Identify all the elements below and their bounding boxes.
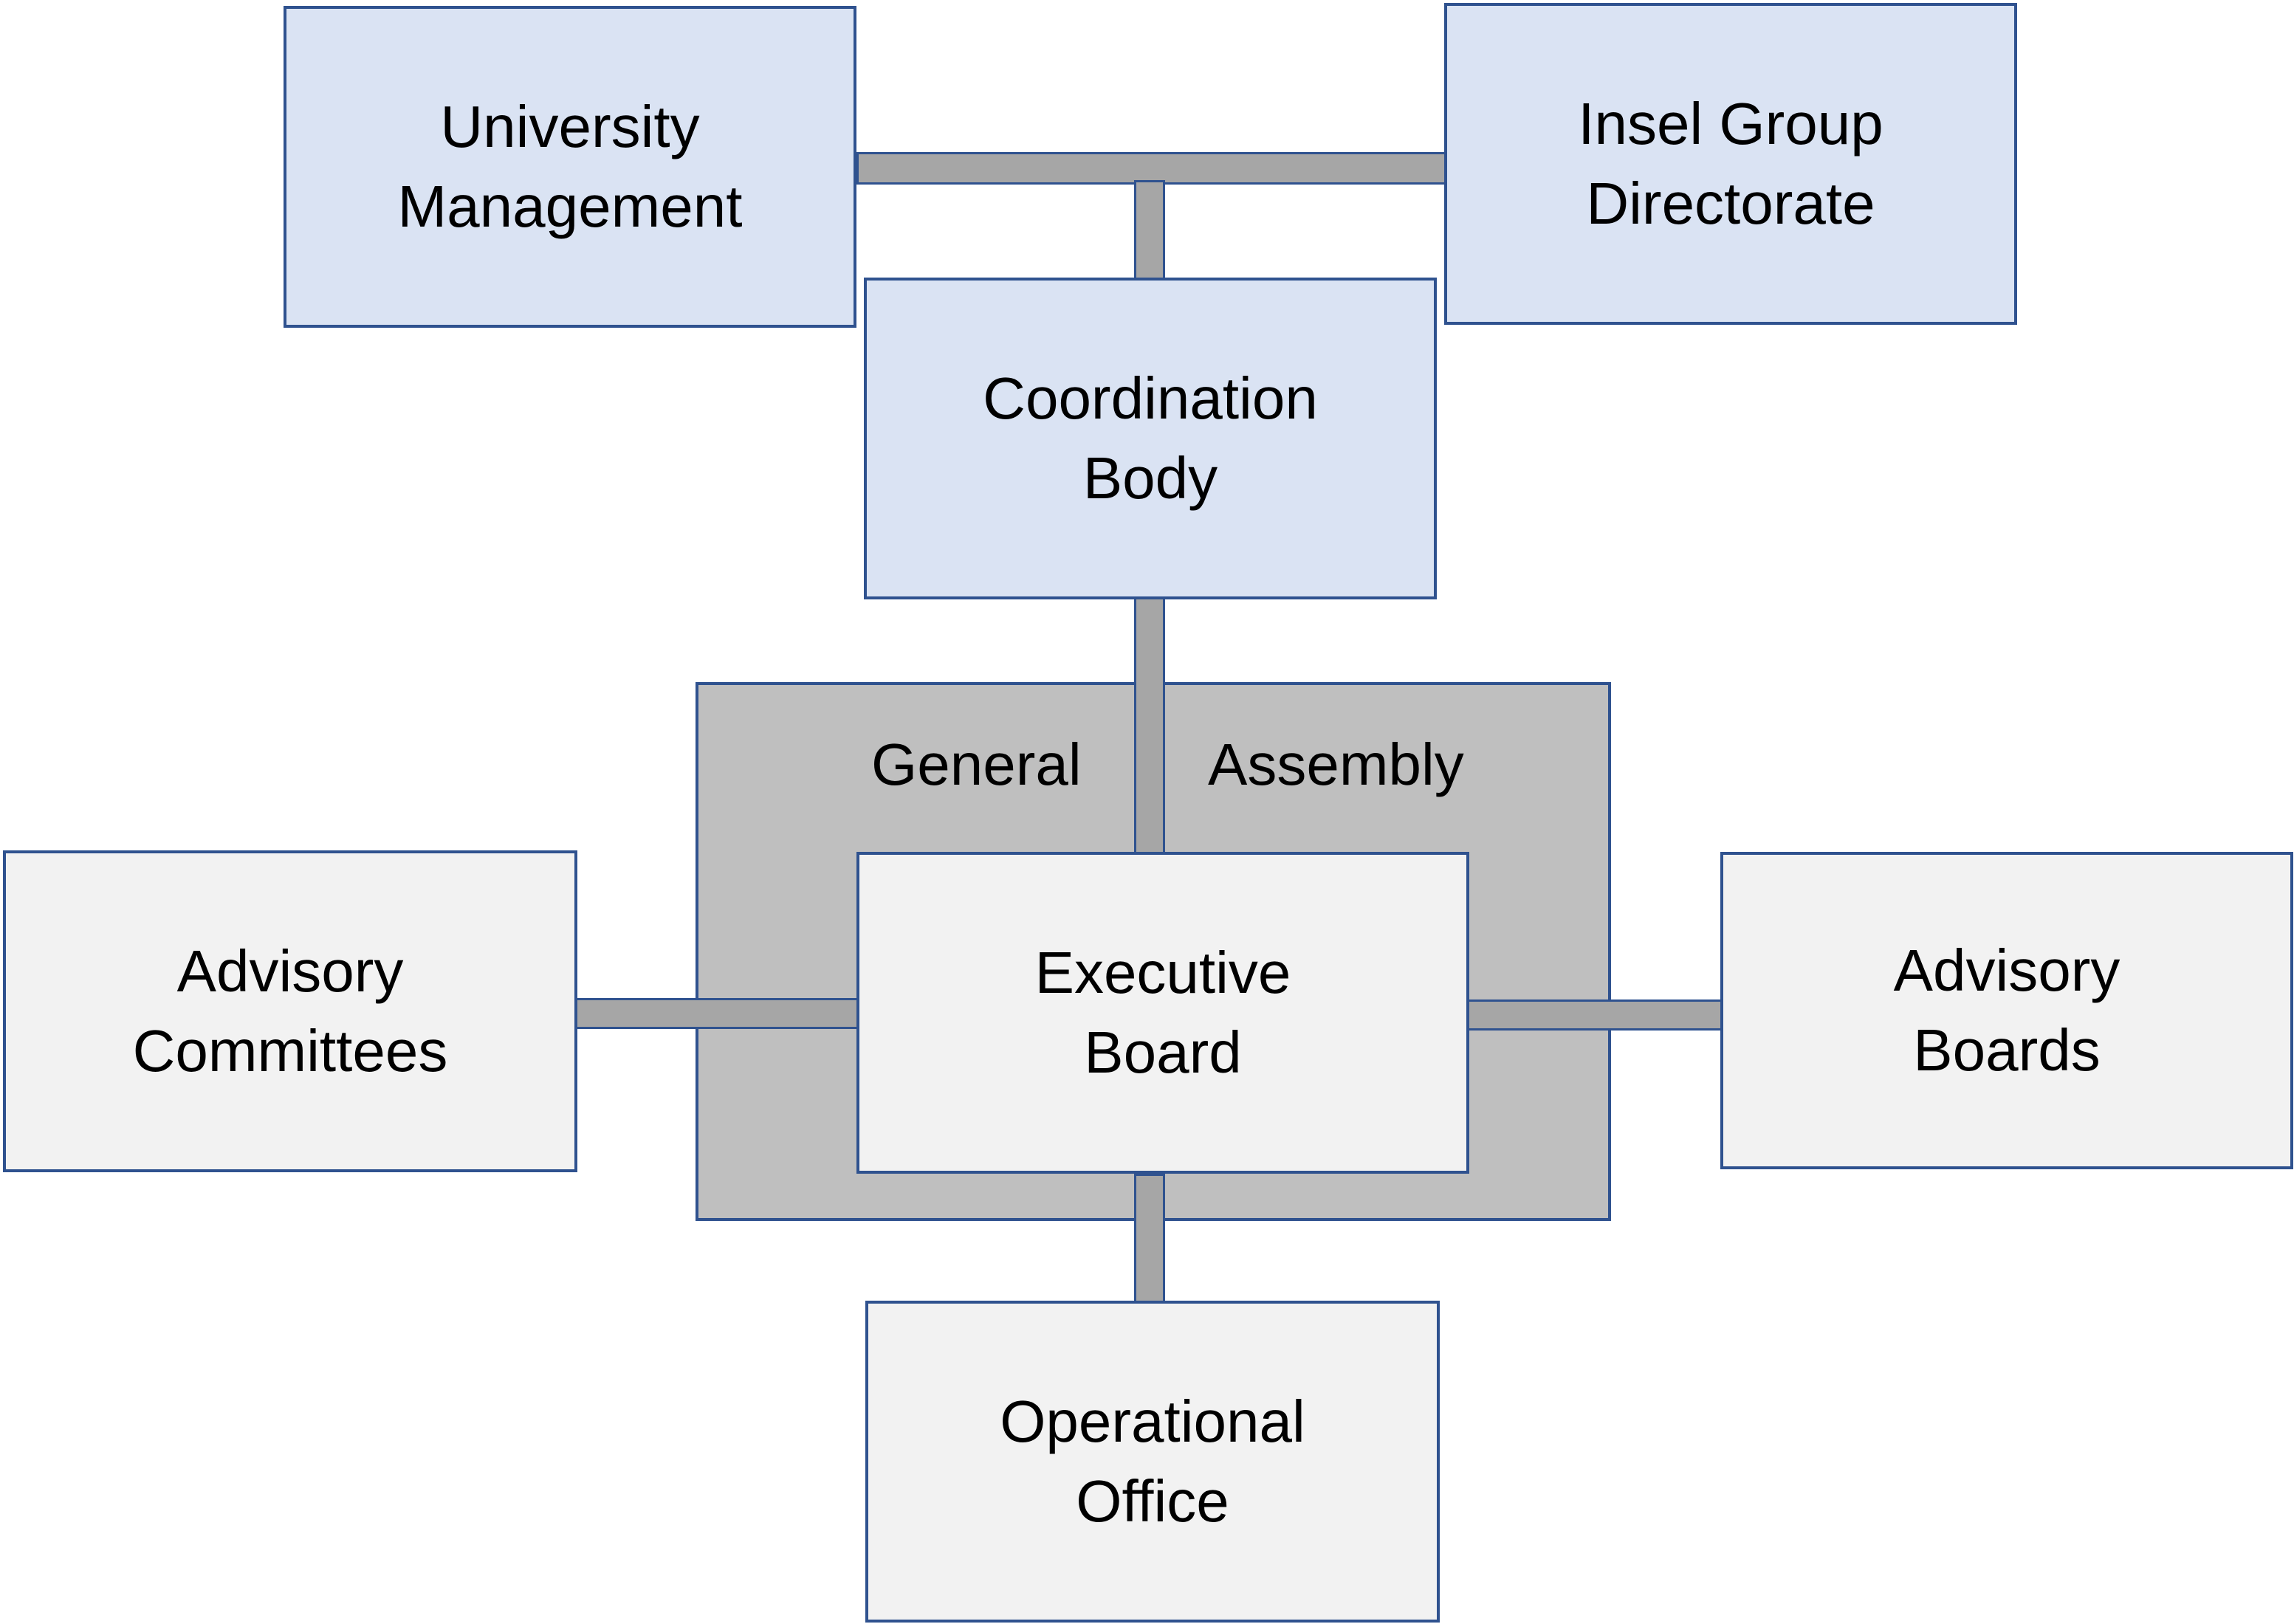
executive-board-box: Executive Board bbox=[856, 852, 1469, 1174]
insel-group-directorate-label: Insel Group Directorate bbox=[1578, 91, 1883, 236]
university-management-label: University Management bbox=[397, 94, 743, 239]
advisory-committees-label: Advisory Committees bbox=[132, 938, 448, 1084]
connector-university-insel bbox=[856, 152, 1447, 185]
university-management-box: University Management bbox=[284, 6, 856, 328]
operational-office-box: Operational Office bbox=[865, 1301, 1440, 1623]
connector-executive-office bbox=[1134, 1174, 1165, 1304]
advisory-boards-box: Advisory Boards bbox=[1720, 852, 2293, 1169]
advisory-committees-box: Advisory Committees bbox=[3, 850, 577, 1172]
general-assembly-label-general: General bbox=[871, 732, 1082, 797]
executive-board-label: Executive Board bbox=[1034, 940, 1291, 1085]
connector-coordination-top bbox=[1134, 180, 1165, 281]
general-assembly-label-assembly: Assembly bbox=[1208, 732, 1464, 797]
connector-committees-executive bbox=[574, 998, 862, 1029]
connector-executive-boards bbox=[1466, 999, 1723, 1031]
insel-group-directorate-box: Insel Group Directorate bbox=[1444, 3, 2017, 325]
advisory-boards-label: Advisory Boards bbox=[1893, 937, 2120, 1083]
coordination-body-box: Coordination Body bbox=[864, 278, 1437, 599]
operational-office-label: Operational Office bbox=[1000, 1389, 1305, 1534]
connector-coordination-executive bbox=[1134, 596, 1165, 856]
coordination-body-label: Coordination Body bbox=[983, 365, 1318, 511]
